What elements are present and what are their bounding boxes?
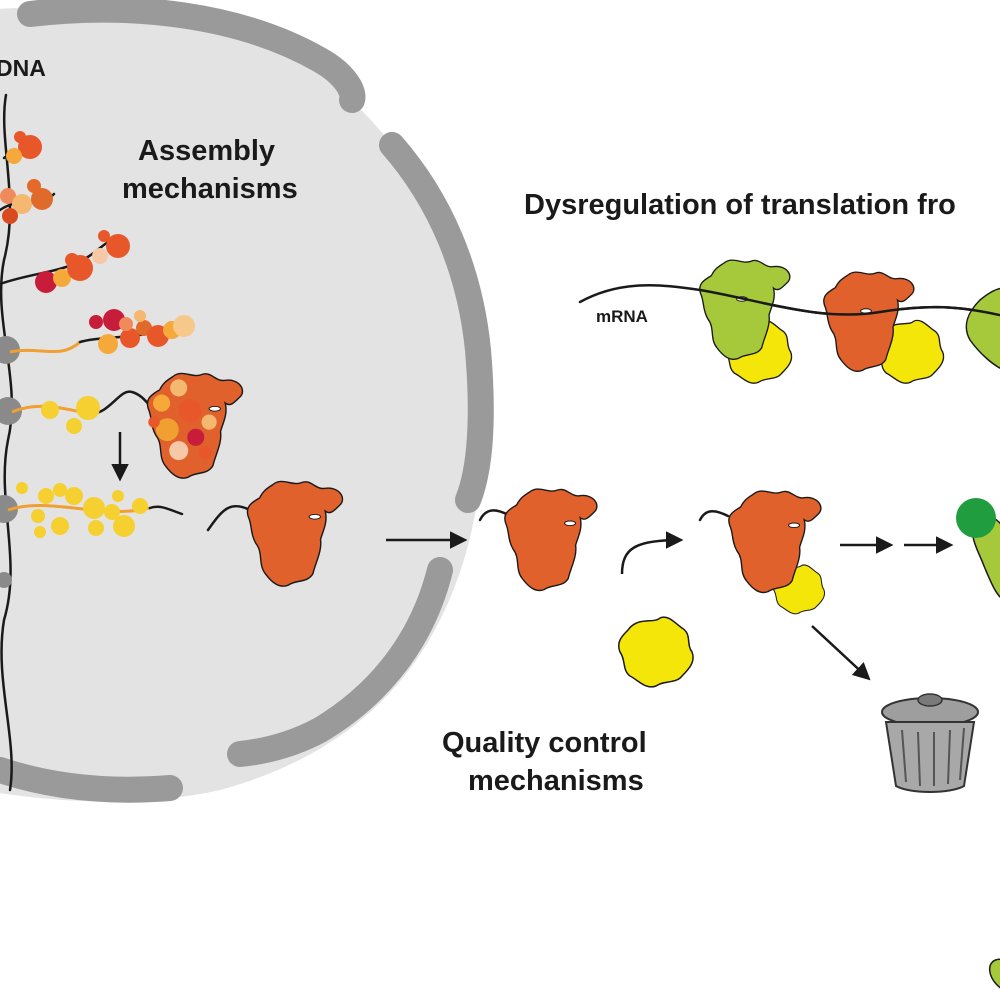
nuclear-envelope-bottom: [0, 757, 183, 803]
partial-green-ribosome: [988, 958, 1000, 989]
polymerase-1: [0, 336, 20, 364]
transcript-2: [0, 179, 56, 224]
free-small-subunit: [617, 616, 694, 688]
assembled-ribosome: [698, 490, 826, 615]
checked-ribosome: [956, 498, 1000, 598]
transcript-4: [9, 309, 195, 354]
transcript-3: [0, 230, 130, 293]
nucleus-interior: [0, 7, 483, 802]
assembly-label-line2: mechanisms: [122, 173, 298, 205]
dna-label: DNA: [0, 55, 46, 81]
nuclear-subunit: [206, 480, 344, 587]
nucleus: [0, 0, 494, 803]
quality-dot: [956, 498, 996, 538]
translating-ribosome-2: [823, 271, 945, 384]
degradation-arrow: [811, 625, 871, 681]
transcript-1: [2, 131, 42, 164]
nuclear-envelope-lower: [227, 557, 453, 767]
polymerase-4: [0, 572, 12, 588]
polymerase-2: [0, 397, 22, 425]
joining-arrow: [620, 531, 684, 575]
nuclear-envelope-top: [17, 0, 366, 113]
cytoplasmic-subunit: [478, 488, 598, 592]
transcript-6: [7, 482, 184, 538]
trash-can-icon: [881, 693, 979, 793]
assembly-label-line1: Assembly: [138, 135, 275, 167]
quality-label-line2: mechanisms: [468, 765, 644, 797]
dysregulation-label: Dysregulation of translation fro: [524, 189, 956, 221]
pre-ribosome: [146, 372, 244, 479]
quality-label-line1: Quality control: [442, 727, 647, 759]
mrna-label: mRNA: [596, 307, 648, 326]
translating-ribosome-3: [965, 287, 1000, 369]
translating-ribosome-1: [699, 259, 793, 384]
nuclear-envelope-right: [379, 132, 494, 513]
